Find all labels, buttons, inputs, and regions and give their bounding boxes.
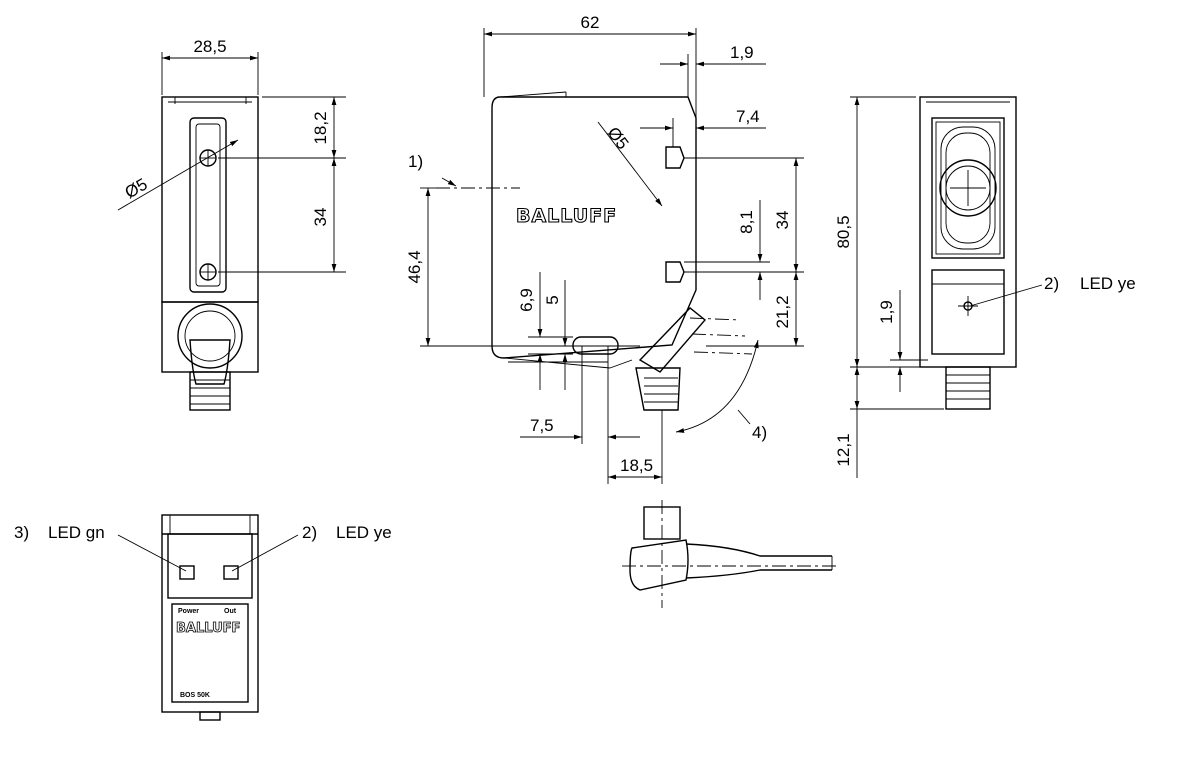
dim-slot-8-1: 8,1 (737, 210, 756, 234)
cable-connector-view (622, 500, 840, 608)
connector-thread (189, 371, 231, 411)
cable-body (629, 539, 689, 591)
led-cover (167, 533, 253, 599)
cable-top (685, 543, 832, 557)
label-out: Out (224, 608, 237, 615)
callout-3: 3) (14, 523, 29, 542)
lens (939, 159, 997, 217)
label-power: Power (178, 608, 199, 615)
callout-3-text: LED gn (48, 523, 105, 542)
front-housing (491, 96, 697, 359)
dim-top-offset: 18,2 (311, 111, 330, 144)
dim-hole-dia-front: Ø5 (604, 123, 633, 153)
brand-logo-front: BALLUFF (516, 205, 617, 227)
bottom-slot (572, 336, 619, 355)
cable-bottom (685, 569, 832, 579)
callout-2-rear-text: LED ye (1080, 274, 1136, 293)
dim-offset-21-2: 21,2 (773, 295, 792, 328)
left-side-view: 28,5 18,2 34 Ø5 (117, 37, 346, 411)
connector-rotated (638, 307, 707, 373)
dim-hole-spacing-left: 34 (311, 208, 330, 227)
dim-lip: 1,9 (730, 43, 754, 62)
callout-1: 1) (408, 152, 423, 171)
callout-2-front-text: LED ye (336, 523, 392, 542)
rear-view: 2) LED ye 80,5 1,9 12,1 (834, 96, 1136, 478)
callout-2-front: 2) (302, 523, 317, 542)
dim-offset-7-5: 7,5 (530, 416, 554, 435)
dim-slot-5: 5 (543, 295, 562, 304)
dim-led-1-9: 1,9 (877, 300, 896, 324)
front-view: BALLUFF 1) 62 1,9 7,4 Ø5 (405, 13, 804, 484)
rear-connector (945, 366, 991, 410)
boss-bottom (665, 261, 685, 283)
dim-connector-18-5: 18,5 (620, 456, 653, 475)
connector-base (161, 301, 259, 373)
housing-outline (161, 96, 259, 303)
model-label: BOS 50K (180, 692, 210, 699)
led-window-rear (931, 269, 1005, 355)
led-yellow (223, 565, 239, 580)
led-green (179, 565, 195, 580)
boss-top (665, 146, 685, 169)
dim-hole-spacing-right: 34 (773, 211, 792, 230)
top-view: Power Out BALLUFF BOS 50K 3) LED gn 2) L… (14, 514, 392, 721)
dim-slot-6-9: 6,9 (517, 288, 536, 312)
label-plate (171, 603, 249, 703)
dim-height-46-4: 46,4 (405, 250, 424, 283)
rear-housing (919, 96, 1017, 368)
dim-height-80-5: 80,5 (834, 215, 853, 248)
dim-connector-12-1: 12,1 (834, 433, 853, 466)
lens-window (931, 117, 1005, 259)
dim-total-width: 62 (581, 13, 600, 32)
dim-width-side: 28,5 (193, 37, 226, 56)
mounting-slot (189, 117, 227, 293)
dim-offset-7-4: 7,4 (736, 107, 760, 126)
callout-4: 4) (752, 423, 767, 442)
callout-2-rear: 2) (1044, 274, 1059, 293)
brand-logo-top: BALLUFF (176, 621, 240, 636)
top-housing (161, 514, 259, 713)
dim-hole-dia-left: Ø5 (122, 175, 151, 203)
